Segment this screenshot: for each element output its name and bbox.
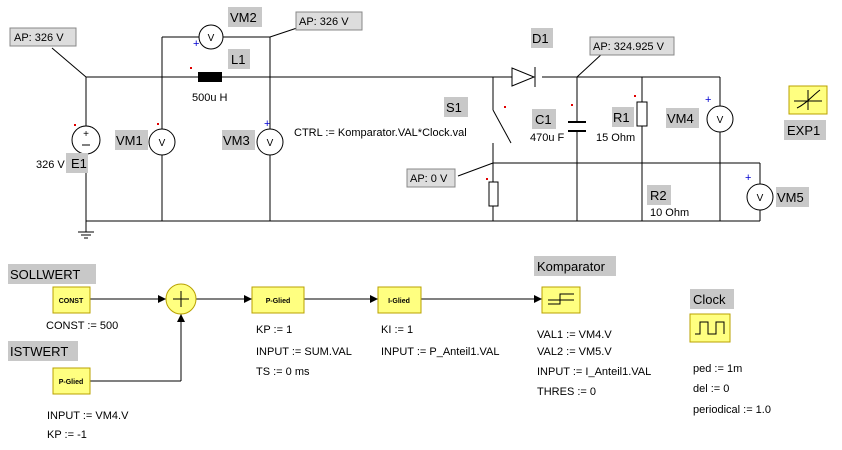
svg-text:+: + — [745, 172, 751, 184]
title-istwert: ISTWERT — [10, 344, 68, 359]
label-c1: C1 — [535, 112, 552, 127]
param-p-ts: TS := 0 ms — [256, 366, 310, 378]
value-r1: 15 Ohm — [596, 132, 635, 144]
label-l1: L1 — [231, 52, 245, 67]
label-r2: R2 — [650, 188, 667, 203]
svg-text:V: V — [208, 33, 215, 44]
arrowheads — [158, 295, 542, 322]
istwert-p-glied-block[interactable]: P-Glied — [52, 367, 91, 395]
svg-text:P-Glied: P-Glied — [266, 298, 291, 305]
param-i-ki: KI := 1 — [381, 324, 413, 336]
voltmeter-vm5[interactable]: V + — [745, 172, 774, 211]
param-k-thres: THRES := 0 — [537, 386, 596, 398]
svg-text:I-Glied: I-Glied — [388, 298, 410, 305]
param-p-kp: KP := 1 — [256, 324, 292, 336]
svg-text:+: + — [264, 118, 270, 130]
svg-text:+: + — [193, 38, 199, 50]
capacitor-c1[interactable] — [568, 104, 586, 132]
label-vm2: VM2 — [230, 10, 257, 25]
label-e1: E1 — [71, 156, 87, 171]
svg-text:V: V — [159, 138, 166, 149]
param-k-val2: VAL2 := VM5.V — [537, 346, 612, 358]
label-vm5: VM5 — [777, 190, 804, 205]
label-vm1: VM1 — [116, 133, 143, 148]
svg-text:V: V — [757, 193, 764, 204]
switch-s1[interactable] — [504, 106, 506, 108]
probe-ap4[interactable]: AP: 0 V — [406, 168, 456, 188]
label-d1: D1 — [532, 31, 549, 46]
voltmeter-vm1[interactable]: V — [148, 123, 176, 156]
param-istwert-kp: KP := -1 — [47, 429, 87, 441]
resistor-r1[interactable] — [634, 95, 648, 127]
exp1-block[interactable] — [788, 85, 828, 115]
sum-block[interactable] — [165, 283, 197, 315]
svg-text:+: + — [705, 94, 711, 106]
svg-text:CONST: CONST — [59, 298, 84, 305]
title-komparator: Komparator — [537, 259, 606, 274]
diode-d1[interactable] — [511, 67, 536, 87]
param-k-val1: VAL1 := VM4.V — [537, 329, 612, 341]
i-glied-block[interactable]: I-Glied — [377, 286, 422, 314]
param-istwert-input: INPUT := VM4.V — [47, 410, 129, 422]
svg-text:AP: 326 V: AP: 326 V — [299, 16, 349, 28]
const-block[interactable]: CONST — [52, 286, 91, 314]
control-wires — [90, 298, 542, 382]
probe-ap3[interactable]: AP: 324.925 V — [589, 36, 675, 56]
title-clock: Clock — [693, 292, 726, 307]
clock-block[interactable] — [689, 313, 731, 343]
komparator-block[interactable] — [541, 286, 581, 314]
svg-text:AP: 326 V: AP: 326 V — [14, 32, 64, 44]
voltmeter-vm4[interactable]: V + — [705, 94, 734, 133]
voltmeter-vm3[interactable]: V + — [256, 118, 284, 156]
value-c1: 470u F — [530, 132, 565, 144]
param-p-input: INPUT := SUM.VAL — [256, 346, 352, 358]
label-vm3: VM3 — [223, 133, 250, 148]
param-const: CONST := 500 — [46, 320, 118, 332]
s1-ctrl-expression: CTRL := Komparator.VAL*Clock.val — [294, 127, 467, 139]
label-r1: R1 — [613, 110, 630, 125]
param-k-input: INPUT := I_Anteil1.VAL — [537, 366, 651, 378]
value-l1: 500u H — [192, 92, 228, 104]
param-clock-ped: ped := 1m — [693, 363, 742, 375]
param-clock-periodical: periodical := 1.0 — [693, 404, 771, 416]
svg-text:P-Glied: P-Glied — [59, 379, 84, 386]
svg-text:V: V — [267, 138, 274, 149]
value-e1: 326 V — [36, 159, 65, 171]
p-glied-block[interactable]: P-Glied — [251, 286, 305, 314]
probe-ap2[interactable]: AP: 326 V — [295, 11, 363, 31]
value-r2: 10 Ohm — [650, 207, 689, 219]
voltmeter-vm2[interactable]: V + — [193, 24, 224, 50]
param-clock-del: del := 0 — [693, 383, 729, 395]
switch-s1-resistor — [486, 178, 499, 207]
probe-ap1[interactable]: AP: 326 V — [9, 27, 77, 47]
svg-text:AP: 0 V: AP: 0 V — [410, 173, 448, 185]
svg-text:+: + — [83, 129, 89, 140]
title-sollwert: SOLLWERT — [10, 267, 80, 282]
label-s1: S1 — [446, 100, 462, 115]
param-i-input: INPUT := P_Anteil1.VAL — [381, 346, 500, 358]
svg-text:V: V — [717, 115, 724, 126]
label-vm4: VM4 — [667, 111, 694, 126]
svg-text:AP: 324.925 V: AP: 324.925 V — [593, 41, 665, 53]
label-exp1: EXP1 — [787, 123, 820, 138]
inductor-l1[interactable] — [190, 67, 222, 82]
